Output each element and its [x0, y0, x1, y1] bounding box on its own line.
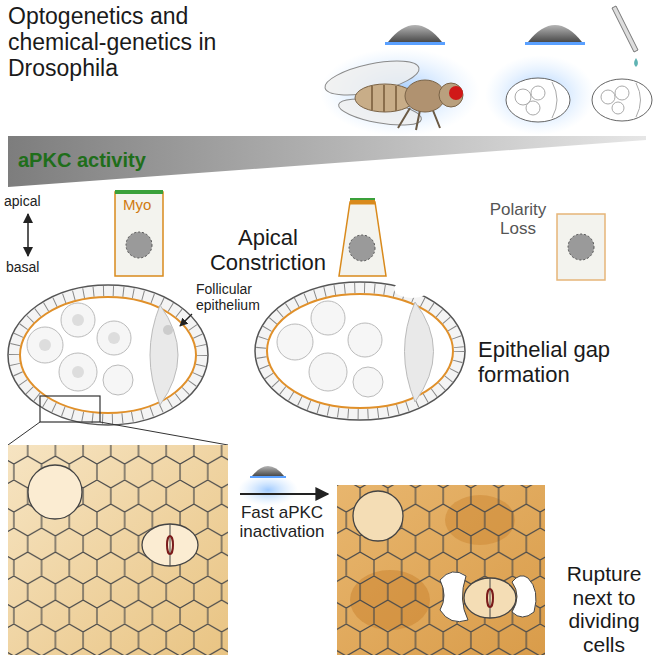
- cell-polarized: [115, 192, 163, 276]
- egg-chamber-small: [506, 78, 652, 122]
- activity-wedge: [8, 136, 646, 187]
- structure-label: Follicular epithelium: [196, 282, 268, 313]
- axis-end-label: basal: [6, 260, 66, 276]
- axis-label: aPKC activity: [18, 149, 218, 171]
- tissue-before: [8, 445, 228, 655]
- light-glow: [238, 48, 595, 506]
- fly-drawing: [322, 54, 463, 130]
- tissue-after: [337, 485, 545, 655]
- pipette-icon: [612, 6, 638, 67]
- cell-unpolarized: [557, 214, 605, 280]
- phenotype-label: Polarity Loss: [484, 200, 552, 238]
- zoom-lines: [8, 422, 228, 445]
- apicobasal-arrow: [28, 214, 29, 256]
- cell-constricted: [339, 199, 386, 276]
- protein-label: Myo: [123, 197, 161, 214]
- phenotype-label: Epithelial gap formation: [478, 338, 620, 387]
- phenotype-label: Apical Constriction: [206, 226, 330, 275]
- egg-chamber-right: [255, 280, 465, 420]
- result-label: Rupture next to dividing cells: [550, 562, 658, 656]
- leader-line: [180, 314, 192, 326]
- egg-chamber-left: [8, 285, 208, 425]
- process-arrow: [240, 493, 328, 495]
- axis-end-label: apical: [4, 194, 64, 210]
- title-text: Optogenetics and chemical-genetics in Dr…: [8, 4, 223, 81]
- process-label: Fast aPKC inactivation: [232, 503, 332, 541]
